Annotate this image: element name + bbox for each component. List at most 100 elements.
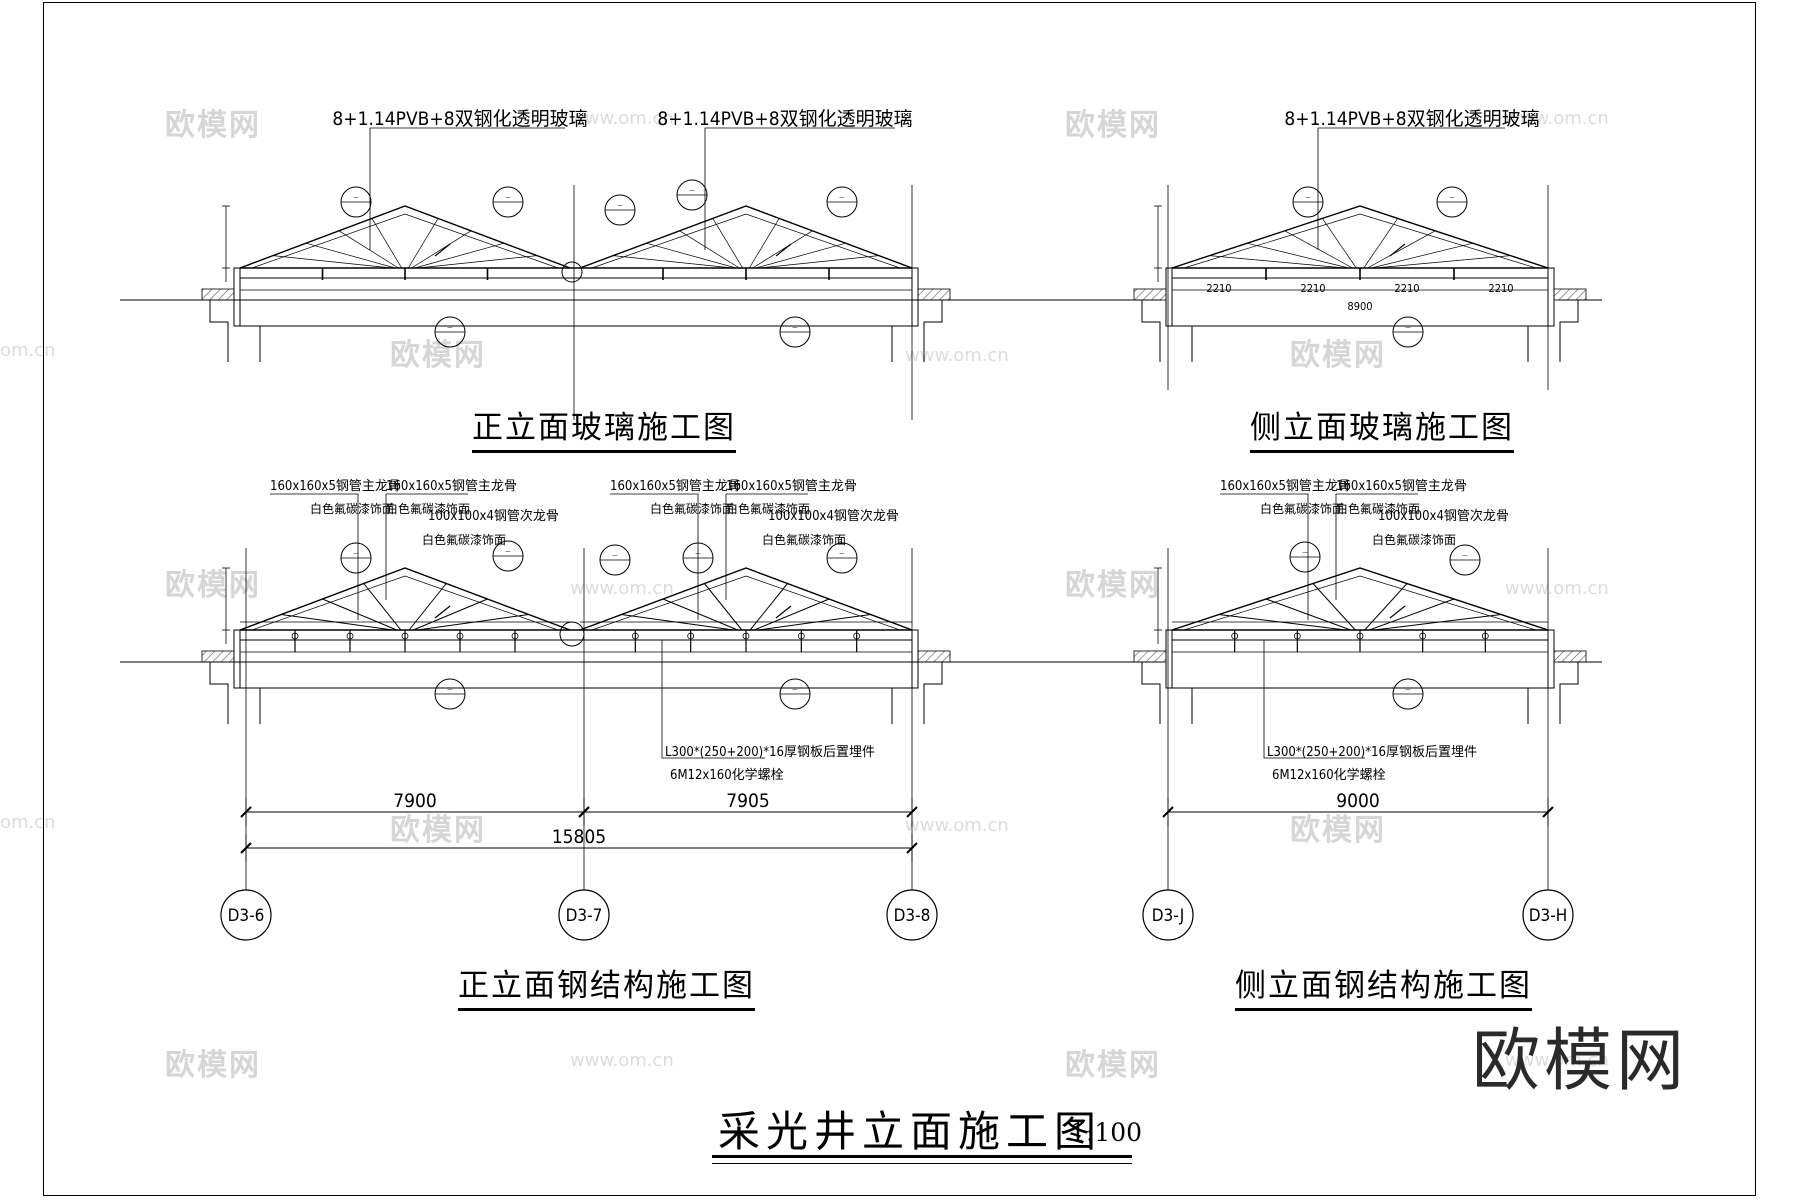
roof-mullion bbox=[1369, 598, 1455, 631]
roof-mullion bbox=[752, 230, 813, 269]
ground-hatch bbox=[1553, 288, 1587, 301]
bolt-mark bbox=[456, 632, 464, 640]
detail-bubble-ref: — bbox=[1462, 552, 1468, 559]
watermark-url: www.om.cn bbox=[1505, 578, 1609, 599]
roof-mullion bbox=[704, 583, 743, 631]
detail-bubble-ref: — bbox=[839, 194, 845, 201]
foundation-outline bbox=[923, 300, 943, 362]
steel-callout-leader bbox=[270, 493, 359, 620]
bolt-mark bbox=[1293, 632, 1301, 640]
bolt-note: 6M12x160化学螺栓 bbox=[1272, 767, 1386, 783]
foundation-outline bbox=[1141, 300, 1161, 362]
front-steel-view-title: 正立面钢结构施工图 bbox=[458, 960, 755, 1011]
grid-axis-label: D3-8 bbox=[894, 906, 931, 926]
steel-spec-label: 100x100x4钢管次龙骨 bbox=[768, 508, 899, 524]
bolt-mark bbox=[1481, 632, 1489, 640]
roof-mullion bbox=[755, 242, 846, 269]
detail-bubble-ref: — bbox=[792, 324, 798, 331]
roof-mullion bbox=[1209, 255, 1345, 269]
grid-axis-label: D3-H bbox=[1529, 906, 1568, 926]
grid-axis-bubble bbox=[886, 889, 938, 941]
detail-bubble-ref: — bbox=[505, 194, 511, 201]
roof-mullion bbox=[371, 218, 403, 269]
bolt-mark bbox=[511, 632, 519, 640]
glass-spec-label: 8+1.14PVB+8双钢化透明玻璃 bbox=[1284, 108, 1539, 130]
roof-mullion bbox=[408, 583, 447, 631]
detail-bubble-ref: — bbox=[695, 550, 701, 557]
callout-tick bbox=[434, 605, 451, 619]
drawing-border bbox=[43, 2, 1756, 1196]
dimension-label: 9000 bbox=[1336, 790, 1380, 812]
watermark-url: www.om.cn bbox=[1505, 1050, 1609, 1071]
steel-callout-leader bbox=[1220, 493, 1309, 620]
bay-dimension-label: 2210 bbox=[1206, 282, 1231, 295]
roof-gable-outline bbox=[579, 205, 913, 269]
finish-label: 白色氟碳漆饰面 bbox=[422, 532, 506, 547]
roof-gable-outline bbox=[239, 567, 571, 631]
glass-callout-leader bbox=[1317, 127, 1505, 250]
detail-bubble-ref: — bbox=[839, 550, 845, 557]
roof-mullion bbox=[322, 598, 397, 631]
watermark-text: 欧模网 bbox=[1290, 338, 1386, 373]
watermark-text: 欧模网 bbox=[390, 813, 486, 848]
roof-mullion bbox=[413, 598, 488, 631]
dimension-tick bbox=[1162, 806, 1174, 818]
callout-tick bbox=[1389, 243, 1406, 257]
grid-axis-bubble bbox=[558, 889, 610, 941]
bay-dimension-label: 2210 bbox=[1488, 282, 1513, 295]
detail-bubble-ref: — bbox=[1405, 324, 1411, 331]
foundation-outline bbox=[209, 300, 229, 362]
steel-spec-label: 100x100x4钢管次龙骨 bbox=[1378, 508, 1509, 524]
steel-spec-label: 100x100x4钢管次龙骨 bbox=[428, 508, 559, 524]
grid-axis-bubble bbox=[220, 889, 272, 941]
foundation-outline bbox=[209, 662, 229, 724]
ground-hatch bbox=[917, 288, 951, 301]
bay-dimension-label: 2210 bbox=[1394, 282, 1419, 295]
front-glass-view-title: 正立面玻璃施工图 bbox=[472, 402, 736, 453]
roof-mullion bbox=[749, 218, 780, 269]
grid-axis-bubble bbox=[1142, 889, 1194, 941]
sheet-title-underline bbox=[712, 1155, 1132, 1164]
detail-bubble-ref: — bbox=[505, 548, 511, 555]
finish-label: 白色氟碳漆饰面 bbox=[1336, 501, 1420, 516]
roof-mullion bbox=[759, 255, 879, 269]
side-glass-view-title: 侧立面玻璃施工图 bbox=[1250, 402, 1514, 453]
bolt-mark bbox=[687, 632, 695, 640]
roof-gable-outline bbox=[239, 205, 571, 269]
sheet-title: 采光井立面施工图 bbox=[718, 1107, 1103, 1156]
roof-mullion bbox=[338, 230, 399, 269]
curb-wall bbox=[1547, 267, 1555, 327]
detail-bubble-ref: — bbox=[1405, 686, 1411, 693]
glass-spec-label: 8+1.14PVB+8双钢化透明玻璃 bbox=[657, 108, 912, 130]
dimension-tick bbox=[240, 842, 252, 854]
embed-leader bbox=[661, 640, 765, 759]
embed-leader bbox=[1263, 640, 1365, 759]
dimension-label: 7905 bbox=[726, 790, 770, 812]
grid-axis-label: D3-6 bbox=[228, 906, 265, 926]
ground-hatch bbox=[201, 288, 235, 301]
curb-wall bbox=[1165, 267, 1173, 327]
watermark-text: 欧模网 bbox=[1065, 108, 1161, 143]
roof-mullion bbox=[662, 598, 738, 631]
watermark-text: 欧模网 bbox=[165, 1048, 261, 1083]
roof-gable-inner bbox=[251, 213, 559, 269]
callout-tick bbox=[775, 243, 792, 257]
detail-bubble-ref: — bbox=[353, 550, 359, 557]
steel-spec-label: 160x160x5钢管主龙骨 bbox=[386, 479, 517, 494]
roof-gable-outline bbox=[579, 567, 913, 631]
watermark-url: www.om.cn bbox=[570, 1050, 674, 1071]
curb-wall bbox=[233, 629, 241, 689]
curb-wall bbox=[1165, 629, 1173, 689]
roof-mullion bbox=[407, 218, 439, 269]
watermark-text: 欧模网 bbox=[1290, 813, 1386, 848]
watermark-url: om.cn bbox=[0, 340, 56, 361]
detail-bubble-ref: — bbox=[447, 686, 453, 693]
sheet-scale: 1:100 bbox=[1070, 1118, 1143, 1147]
roof-mullion bbox=[363, 583, 402, 631]
roof-gable-outline bbox=[1171, 567, 1549, 631]
roof-gable-outline bbox=[1171, 205, 1549, 269]
dimension-label: 7900 bbox=[393, 790, 437, 812]
grid-axis-bubble bbox=[1522, 889, 1574, 941]
brand-logo: 欧模网 bbox=[1472, 1022, 1689, 1101]
